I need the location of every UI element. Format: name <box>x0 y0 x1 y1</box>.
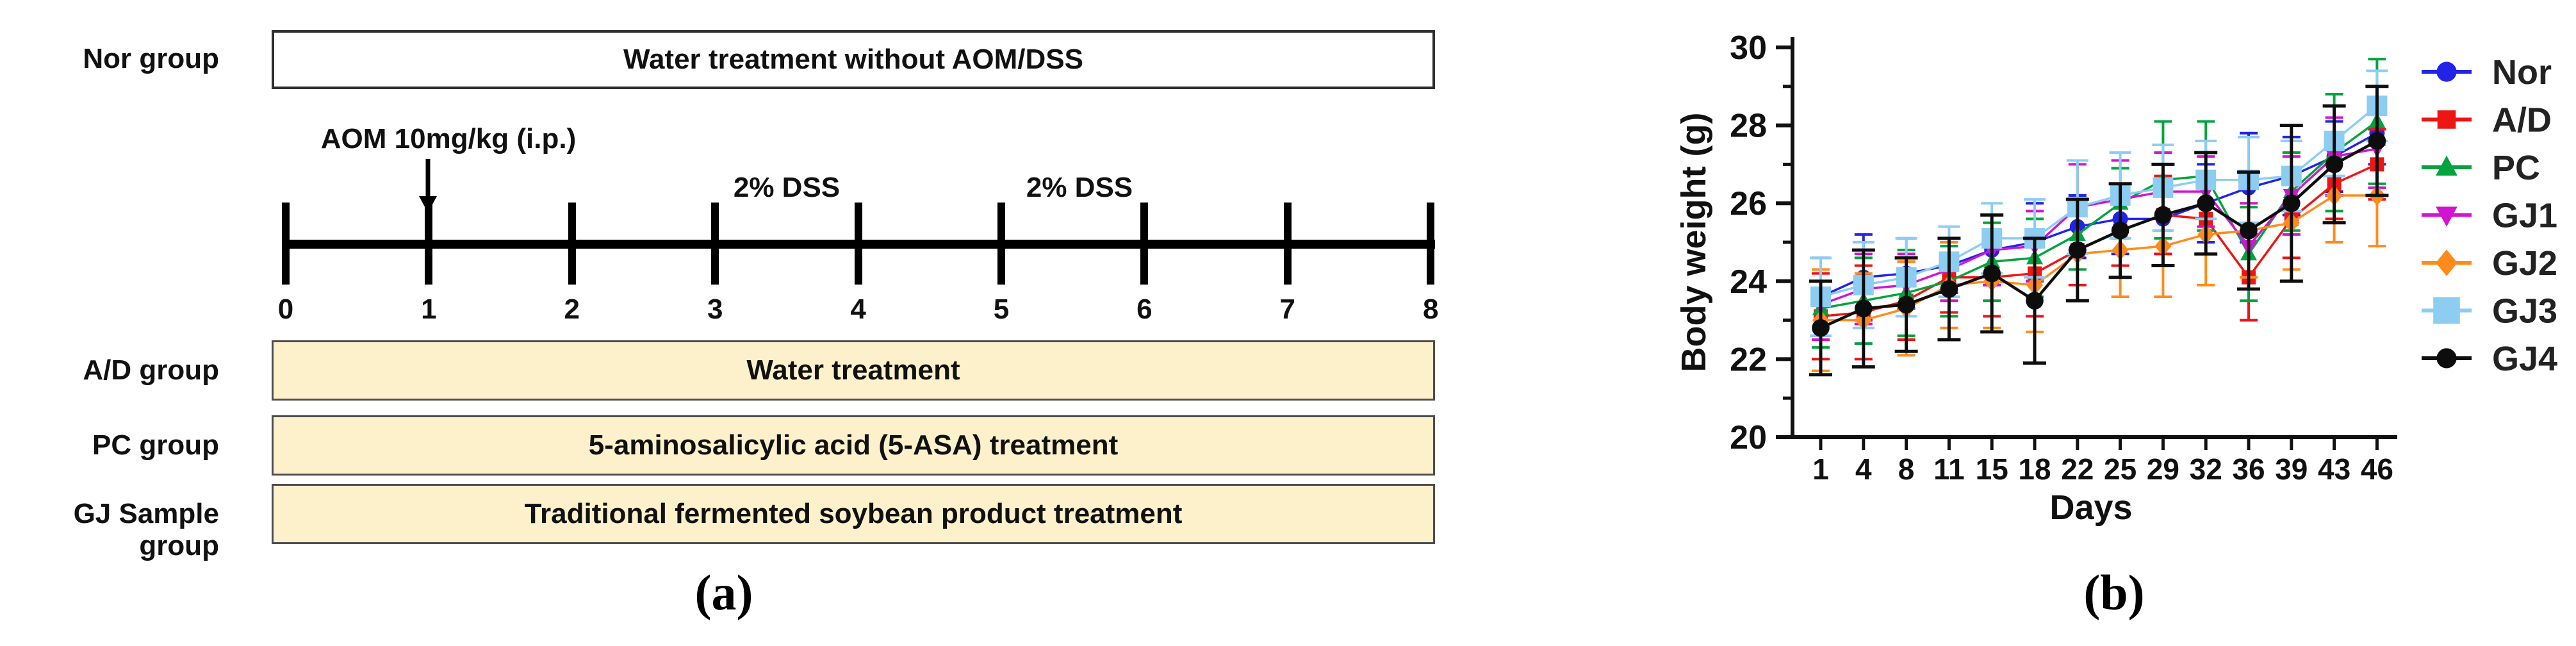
data-point-GJ4 <box>2240 221 2258 240</box>
x-tick-label: 43 <box>2318 452 2350 486</box>
y-tick-label: 30 <box>1730 29 1767 67</box>
legend-label-PC: PC <box>2492 149 2540 187</box>
timeline-tick <box>282 203 290 285</box>
data-point-GJ4 <box>1897 295 1916 314</box>
y-axis-title: Body weight (g) <box>1675 113 1713 372</box>
data-point-GJ4 <box>2325 155 2343 174</box>
x-tick-label: 46 <box>2361 452 2393 486</box>
data-point-GJ4 <box>2154 206 2172 224</box>
x-tick-label: 36 <box>2232 452 2265 486</box>
data-point-GJ4 <box>2111 221 2129 240</box>
nor-group-box: Water treatment without AOM/DSS <box>272 30 1435 89</box>
timeline-tick-label: 1 <box>421 294 437 325</box>
dss-label-1: 2% DSS <box>733 172 841 203</box>
legend-label-GJ4: GJ4 <box>2492 340 2557 378</box>
x-tick-label: 15 <box>1976 452 2008 486</box>
timeline-tick-label: 4 <box>850 294 866 325</box>
timeline-tick <box>568 203 576 285</box>
legend-marker-GJ3 <box>2433 297 2460 324</box>
y-tick-label: 28 <box>1730 108 1767 145</box>
x-tick-label: 22 <box>2061 452 2094 486</box>
timeline-tick <box>1140 203 1149 285</box>
x-tick-label: 1 <box>1812 452 1829 486</box>
timeline-tick <box>1283 203 1292 285</box>
x-tick-label: 11 <box>1933 452 1965 486</box>
gj-group-box: Traditional fermented soybean product tr… <box>272 484 1435 544</box>
legend-label-GJ2: GJ2 <box>2492 244 2557 283</box>
timeline-tick <box>1427 203 1435 285</box>
legend-marker-Nor <box>2436 62 2457 82</box>
y-tick-label: 22 <box>1730 341 1767 378</box>
panel-b-caption: (b) <box>2083 565 2145 620</box>
x-tick-label: 4 <box>1855 452 1872 486</box>
data-point-GJ4 <box>2197 194 2215 213</box>
gj-group-label: GJ Sample group <box>73 498 219 561</box>
data-point-GJ4 <box>2368 132 2386 150</box>
timeline-tick-label: 5 <box>993 294 1010 325</box>
ad-group-label: A/D group <box>83 354 219 386</box>
timeline-tick-label: 6 <box>1136 294 1153 325</box>
timeline-tick-label: 3 <box>707 294 723 325</box>
legend-label-GJ1: GJ1 <box>2492 197 2557 235</box>
data-point-GJ4 <box>2283 194 2301 213</box>
pc-group-box: 5-aminosalicylic acid (5-ASA) treatment <box>272 415 1435 476</box>
legend-marker-GJ2 <box>2436 249 2457 276</box>
legend-label-Nor: Nor <box>2492 53 2552 92</box>
y-tick-label: 24 <box>1730 263 1767 301</box>
timeline-tick <box>711 203 719 285</box>
aom-injection-label: AOM 10mg/kg (i.p.) <box>320 123 577 154</box>
data-point-GJ4 <box>2069 241 2087 259</box>
legend-marker-A/D <box>2437 110 2456 129</box>
y-tick-label: 20 <box>1730 419 1767 456</box>
pc-group-label: PC group <box>92 429 219 461</box>
panel-a-caption: (a) <box>694 565 753 620</box>
legend-marker-GJ4 <box>2436 348 2457 369</box>
data-point-GJ4 <box>1983 264 2001 283</box>
timeline-tick-label: 8 <box>1422 294 1439 325</box>
x-tick-label: 18 <box>2018 452 2051 486</box>
data-point-GJ4 <box>2026 292 2044 310</box>
y-tick-label: 26 <box>1730 185 1767 222</box>
timeline-tick <box>425 203 433 285</box>
x-tick-label: 8 <box>1898 452 1915 486</box>
nor-group-label: Nor group <box>83 43 219 74</box>
x-tick-label: 29 <box>2147 452 2179 486</box>
x-tick-label: 32 <box>2190 452 2222 486</box>
timeline-tick <box>997 203 1005 285</box>
data-point-GJ4 <box>1855 299 1873 318</box>
dss-label-2: 2% DSS <box>1026 172 1133 203</box>
legend-marker-PC <box>2436 155 2457 176</box>
timeline-tick-label: 2 <box>564 294 580 325</box>
legend-marker-GJ1 <box>2436 206 2457 227</box>
x-tick-label: 25 <box>2104 452 2137 486</box>
timeline-tick-label: 0 <box>277 294 294 325</box>
data-point-GJ4 <box>1812 319 1830 337</box>
ad-group-box: Water treatment <box>272 340 1435 401</box>
legend-label-GJ3: GJ3 <box>2492 292 2557 331</box>
legend-label-A/D: A/D <box>2492 101 2552 140</box>
x-axis-title: Days <box>2049 488 2132 527</box>
timeline-tick-label: 7 <box>1279 294 1296 325</box>
timeline-tick <box>854 203 862 285</box>
data-point-GJ4 <box>1940 280 1958 298</box>
x-tick-label: 39 <box>2275 452 2308 486</box>
